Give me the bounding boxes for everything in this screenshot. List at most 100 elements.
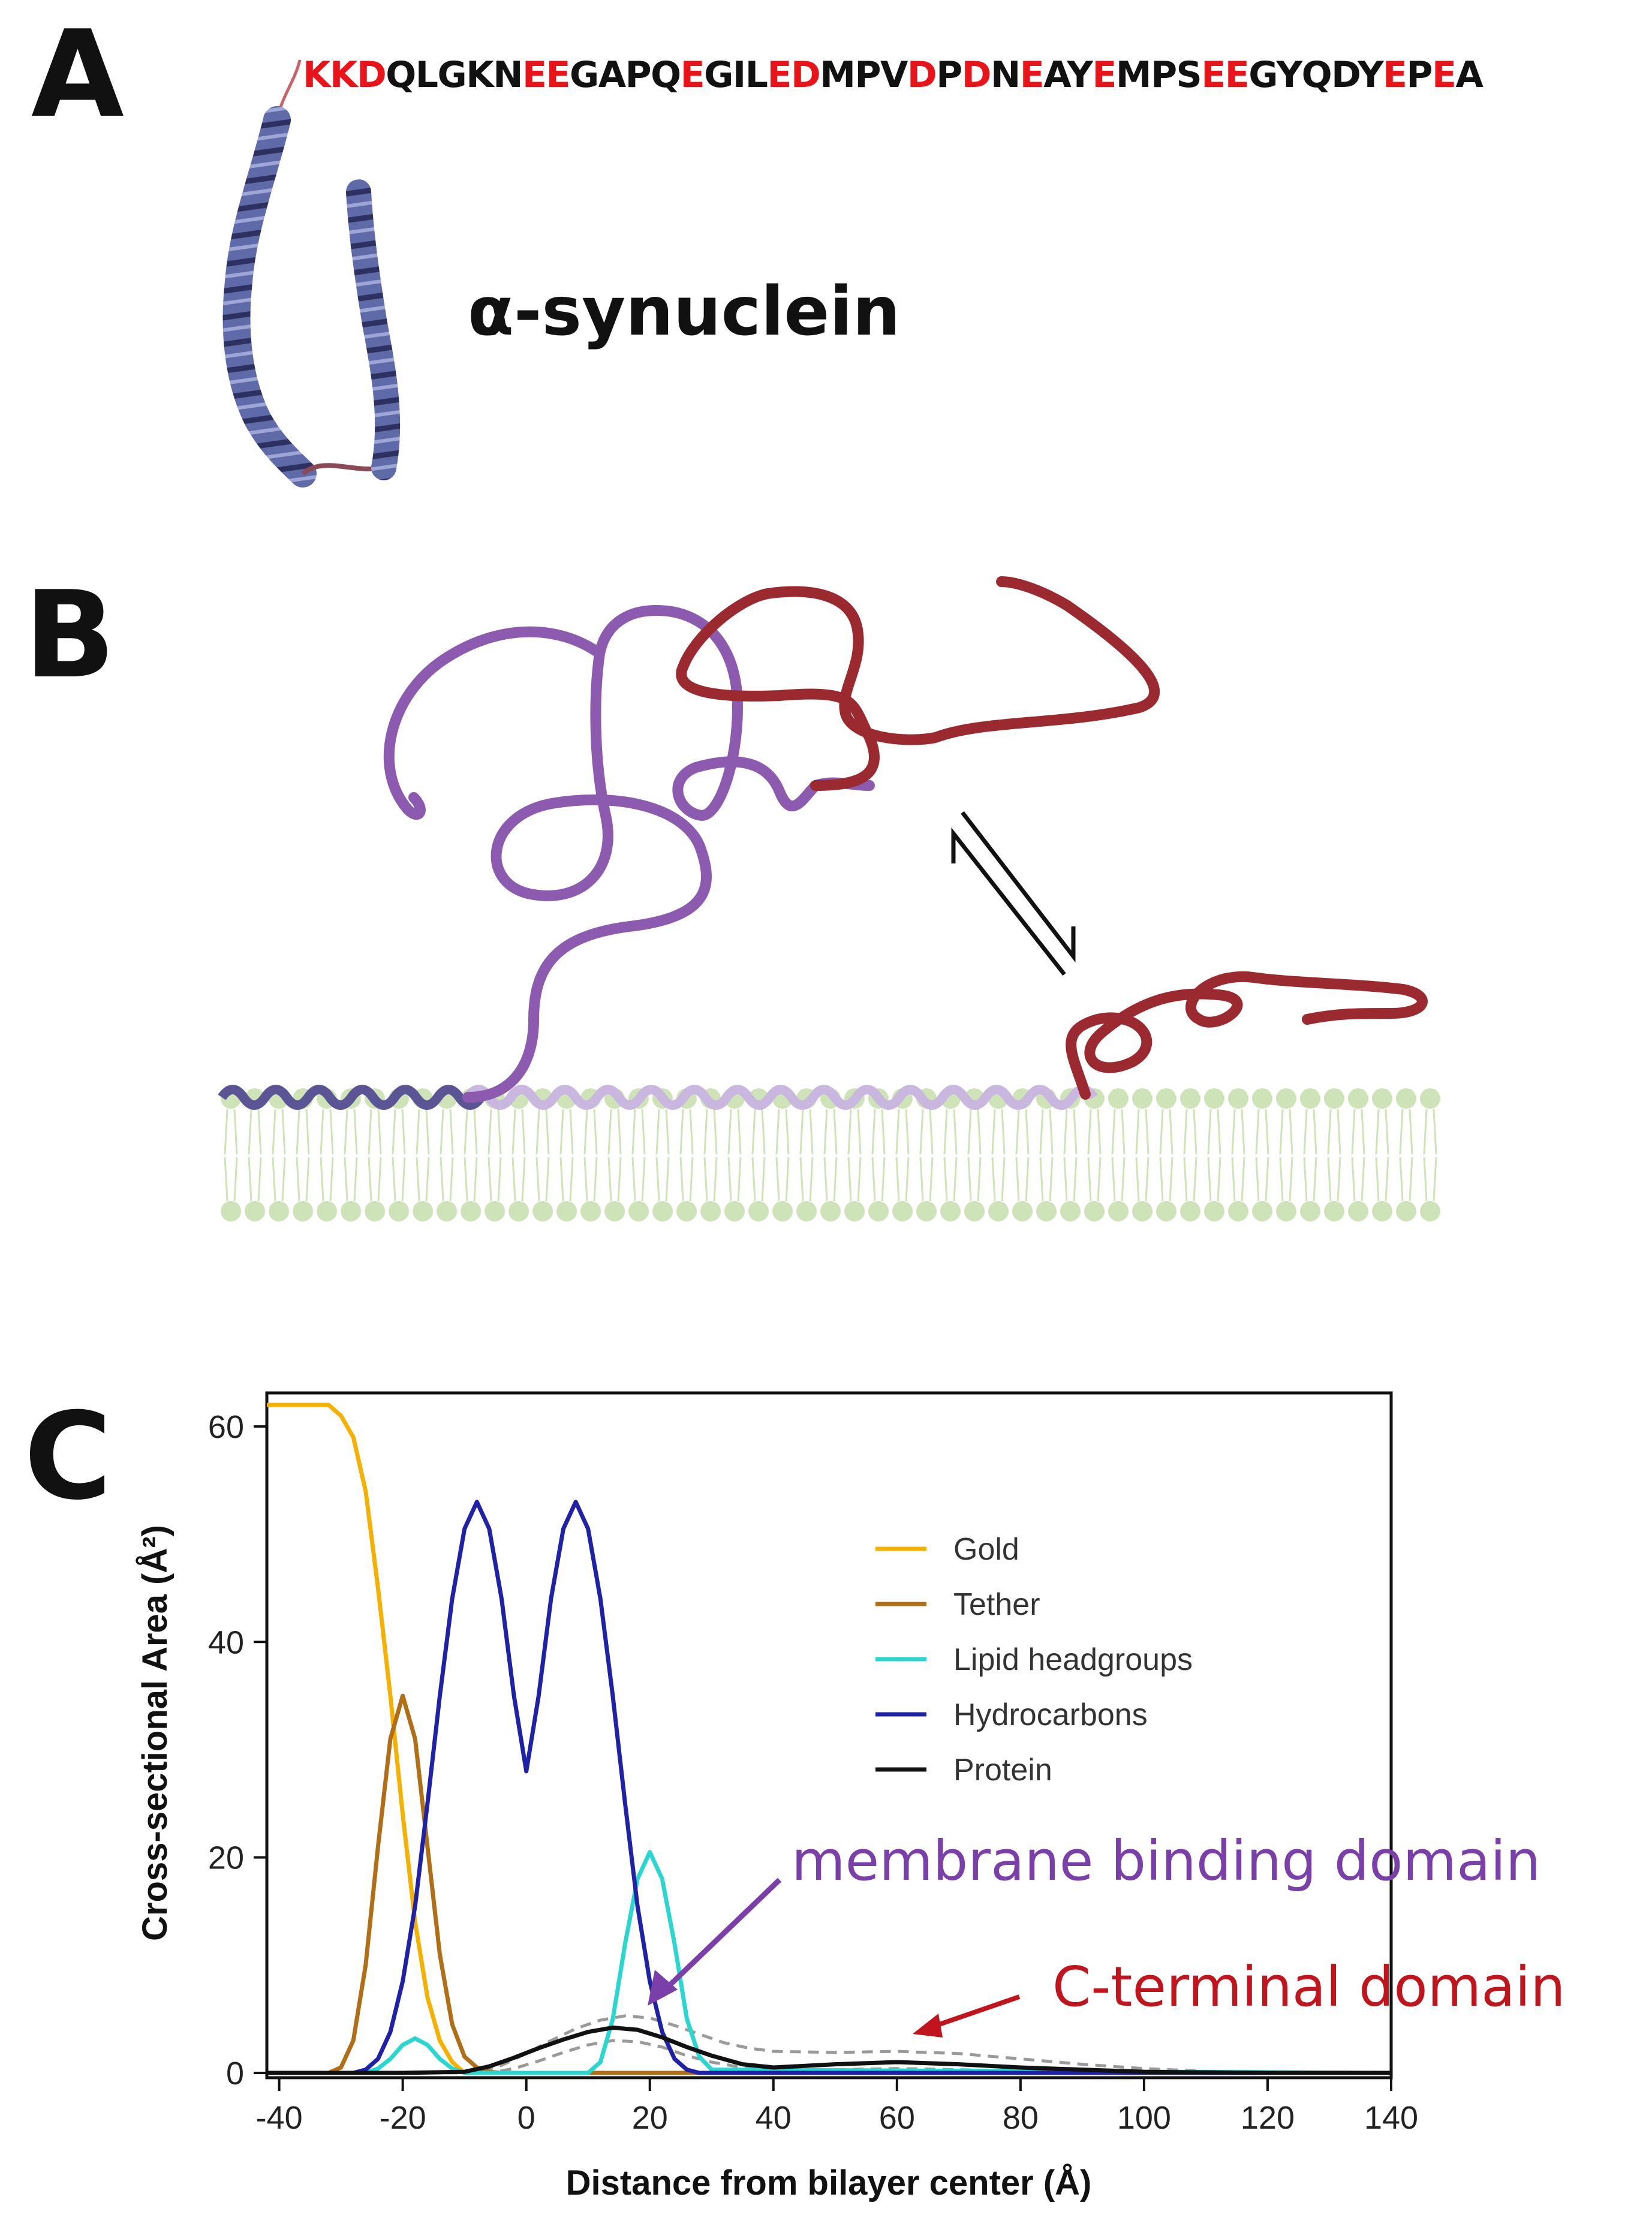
c-terminal-domain-coil-bound xyxy=(676,576,1160,791)
residue-run: MPS xyxy=(1115,54,1202,96)
y-tick-label: 0 xyxy=(226,2056,244,2091)
equilibrium-arrows xyxy=(951,811,1076,976)
y-tick-label: 40 xyxy=(208,1624,244,1660)
lipid-tail xyxy=(823,1109,838,1202)
lipid-headgroup-bottom xyxy=(508,1201,529,1221)
acidic-residue-run: E xyxy=(1432,54,1457,96)
residue-run: A xyxy=(1455,54,1484,96)
lipid-tail xyxy=(1327,1109,1341,1202)
lipid-headgroup-bottom xyxy=(1300,1201,1320,1221)
lipid-headgroup-bottom xyxy=(700,1201,721,1221)
series-line-uncertainty-6 xyxy=(267,2039,1391,2075)
lipid-tail xyxy=(392,1109,406,1202)
lipid-headgroup-top xyxy=(1324,1088,1344,1109)
annotation-arrowhead-ctd xyxy=(913,2014,943,2038)
lipid-tail xyxy=(1015,1109,1030,1202)
lipid-headgroup-bottom xyxy=(1084,1201,1105,1221)
lipid-tail xyxy=(919,1109,934,1202)
legend-label: Lipid headgroups xyxy=(953,1642,1193,1677)
lipid-headgroup-bottom xyxy=(341,1201,361,1221)
lipid-tail xyxy=(607,1109,622,1202)
lipid-headgroup-top xyxy=(1132,1088,1153,1109)
lipid-headgroup-bottom xyxy=(1204,1201,1224,1221)
lipid-headgroup-bottom xyxy=(652,1201,673,1221)
lipid-tail xyxy=(1135,1109,1150,1202)
lipid-tail xyxy=(631,1109,646,1202)
lipid-headgroup-bottom xyxy=(1396,1201,1416,1221)
y-tick-label: 60 xyxy=(208,1409,244,1445)
helix-2 xyxy=(346,179,401,480)
lipid-tail xyxy=(703,1109,718,1202)
lipid-headgroup-bottom xyxy=(1012,1201,1033,1221)
lipid-headgroup-bottom xyxy=(604,1201,625,1221)
legend-label: Gold xyxy=(953,1532,1019,1567)
x-tick-label: -40 xyxy=(256,2100,303,2136)
legend-label: Protein xyxy=(953,1753,1052,1787)
acidic-residue-run: D xyxy=(961,54,992,96)
acidic-residue-run: D xyxy=(907,54,937,96)
lipid-tail xyxy=(511,1109,526,1202)
lipid-tail xyxy=(583,1109,598,1202)
series-line-protein xyxy=(267,2026,1391,2075)
lipid-headgroup-bottom xyxy=(1372,1201,1392,1221)
lipid-headgroup-top xyxy=(1372,1088,1392,1109)
plot-frame xyxy=(265,1391,1393,2079)
lipid-headgroup-bottom xyxy=(916,1201,937,1221)
lipid-tail xyxy=(1111,1109,1126,1202)
lipid-headgroup-bottom xyxy=(389,1201,409,1221)
acidic-residue-run: E xyxy=(1383,54,1407,96)
series-line-hydrocarbons xyxy=(267,1500,1391,2075)
annotation-arrowhead-mbd xyxy=(648,1970,678,2006)
lipid-tail xyxy=(1423,1109,1437,1202)
x-tick-label: 80 xyxy=(1003,2100,1039,2136)
lipid-tail xyxy=(847,1109,862,1202)
c-terminal-sequence: KKDQLGKNEEGAPQEGILEDMPVDPDNEAYEMPSEEGYQD… xyxy=(303,54,1484,96)
lipid-headgroup-bottom xyxy=(1036,1201,1057,1221)
x-axis-title: Distance from bilayer center (Å) xyxy=(566,2163,1092,2202)
lipid-headgroup-bottom xyxy=(245,1201,265,1221)
residue-run: N xyxy=(991,54,1021,96)
annotation-arrow-ctd xyxy=(931,1994,1021,2029)
c-terminal-domain-coil-unbound xyxy=(1066,971,1428,1100)
lipid-headgroup-bottom xyxy=(269,1201,289,1221)
lipid-headgroup-bottom xyxy=(1156,1201,1176,1221)
lipid-tail xyxy=(991,1109,1006,1202)
lipid-tail xyxy=(679,1109,694,1202)
lipid-headgroup-top xyxy=(1300,1088,1320,1109)
x-tick-label: 40 xyxy=(756,2100,792,2136)
lipid-headgroup-bottom xyxy=(748,1201,769,1221)
lipid-tail xyxy=(775,1109,790,1202)
lipid-headgroup-bottom xyxy=(1252,1201,1272,1221)
lipid-headgroup-bottom xyxy=(724,1201,745,1221)
lipid-tail xyxy=(943,1109,958,1202)
lipid-headgroup-bottom xyxy=(221,1201,241,1221)
lipid-headgroup-bottom xyxy=(485,1201,505,1221)
lipid-headgroup-bottom xyxy=(796,1201,817,1221)
lipid-tail xyxy=(727,1109,742,1202)
residue-run: P xyxy=(936,54,962,96)
lipid-headgroup-bottom xyxy=(1228,1201,1248,1221)
lipid-tail xyxy=(296,1109,310,1202)
x-tick-label: 60 xyxy=(879,2100,915,2136)
lipid-tail xyxy=(1159,1109,1173,1202)
lipid-headgroup-bottom xyxy=(413,1201,433,1221)
lipid-tail xyxy=(1255,1109,1269,1202)
lipid-headgroup-bottom xyxy=(580,1201,601,1221)
acidic-residue-run: E xyxy=(1092,54,1117,96)
lipid-tail xyxy=(751,1109,766,1202)
x-tick-label: 140 xyxy=(1364,2100,1418,2136)
annotation-c-terminal-domain: C-terminal domain xyxy=(1052,1955,1566,2019)
lipid-headgroup-bottom xyxy=(1132,1201,1153,1221)
anchored-helix-dark xyxy=(218,1085,485,1110)
lipid-headgroup-bottom xyxy=(820,1201,841,1221)
x-tick-label: 100 xyxy=(1117,2100,1171,2136)
membrane-binding-domain-coil xyxy=(383,605,875,1103)
residue-run: GAPQ xyxy=(569,54,681,96)
lipid-headgroup-top xyxy=(1276,1088,1296,1109)
y-tick-label: 20 xyxy=(208,1840,244,1876)
panel-b-label: B xyxy=(24,565,116,705)
lipid-tail xyxy=(535,1109,550,1202)
lipid-tail xyxy=(272,1109,286,1202)
series-line-lipid-headgroups xyxy=(267,1850,1392,2075)
